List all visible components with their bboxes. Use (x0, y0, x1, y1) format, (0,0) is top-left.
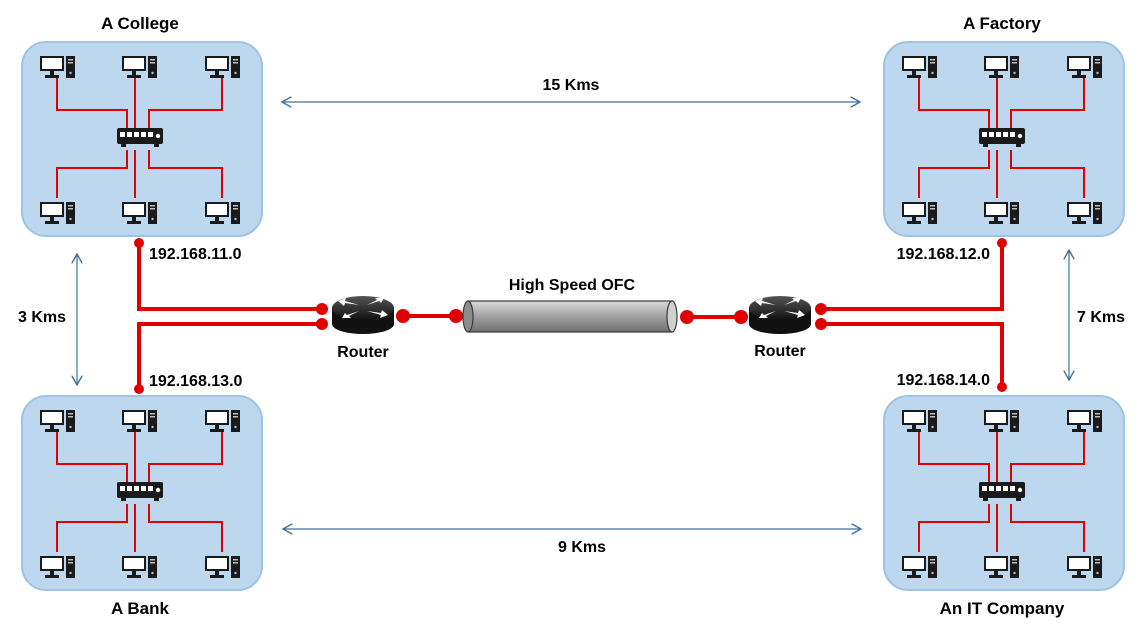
router-label-right: Router (754, 343, 806, 360)
computer-icon (22, 396, 262, 590)
router-icon (749, 296, 811, 334)
site-title-factory: A Factory (963, 14, 1041, 33)
distance-arrows (77, 102, 1069, 529)
site-college (22, 42, 262, 236)
site-factory (884, 42, 1124, 236)
ip-label-college: 192.168.11.0 (149, 246, 242, 263)
ip-label-it-company: 192.168.14.0 (897, 372, 991, 389)
computer-icon (884, 42, 1124, 236)
computer-icon (884, 396, 1124, 590)
site-bank (22, 396, 262, 590)
site-title-bank: A Bank (111, 599, 169, 618)
fiber-optic-cable-icon (462, 300, 678, 333)
site-it-company (884, 396, 1124, 590)
router-right (749, 296, 811, 334)
distance-label-right: 7 Kms (1077, 309, 1125, 326)
connection-dots (134, 238, 1007, 394)
distance-label-top: 15 Kms (543, 77, 600, 94)
site-title-it-company: An IT Company (940, 599, 1065, 618)
red-links (137, 243, 1004, 389)
distance-label-left: 3 Kms (18, 309, 66, 326)
router-left (332, 296, 394, 334)
ip-label-factory: 192.168.12.0 (897, 246, 991, 263)
router-label-left: Router (337, 344, 389, 361)
site-title-college: A College (101, 14, 179, 33)
computer-icon (22, 42, 262, 236)
ofc-label: High Speed OFC (509, 277, 636, 294)
ip-label-bank: 192.168.13.0 (149, 373, 243, 390)
distance-label-bottom: 9 Kms (558, 539, 606, 556)
router-icon (332, 296, 394, 334)
